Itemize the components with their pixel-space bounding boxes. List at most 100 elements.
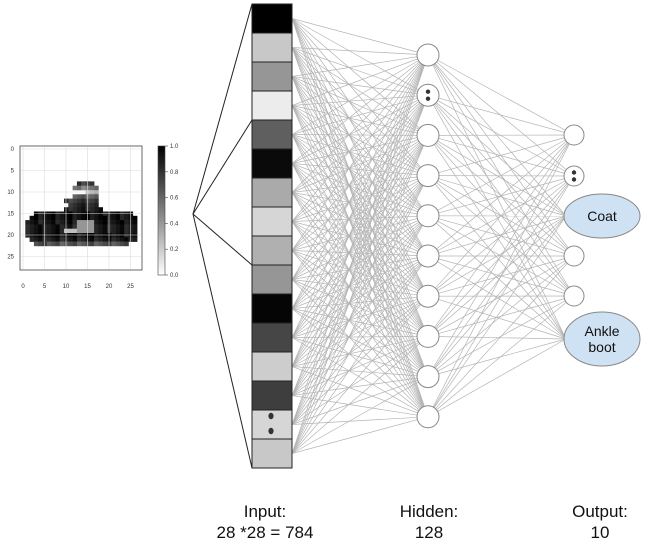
edge (291, 94, 429, 280)
edge (427, 215, 567, 417)
edge (291, 337, 429, 377)
pixel (72, 237, 78, 242)
edge (291, 135, 429, 280)
edge (291, 279, 429, 418)
edge (291, 255, 429, 338)
output-node (563, 285, 585, 307)
edge (291, 366, 429, 418)
pixel (89, 181, 95, 186)
hidden-label-value: 128 (414, 523, 444, 542)
pixel (81, 185, 86, 191)
pixel (89, 215, 95, 221)
hidden-output-edges (427, 54, 575, 418)
pixel (89, 241, 95, 247)
edge (291, 54, 429, 106)
edge (291, 54, 429, 454)
pixel (89, 198, 95, 204)
pixel (81, 215, 86, 221)
ellipsis-dot (425, 96, 431, 101)
pixel (111, 237, 116, 242)
edge (291, 255, 429, 309)
hidden-node (416, 405, 440, 429)
edge (291, 135, 429, 425)
edge (427, 134, 575, 257)
pixel (107, 220, 112, 225)
edge (427, 54, 575, 136)
edge (291, 54, 429, 367)
pixel (102, 224, 108, 229)
pixel (94, 220, 99, 225)
x-tick-label: 25 (127, 284, 134, 290)
pixel (76, 181, 82, 186)
pixel (72, 241, 78, 247)
pixel (132, 215, 138, 221)
edge (427, 338, 567, 418)
edge (291, 18, 429, 96)
pixel (55, 228, 60, 234)
pixel (94, 198, 99, 204)
pixel (119, 237, 125, 242)
pixel (124, 224, 129, 229)
pixel (76, 241, 82, 247)
pixel (72, 220, 78, 225)
pixel (76, 220, 82, 225)
pixel (76, 207, 82, 212)
pixel (55, 224, 60, 229)
pixel (55, 220, 60, 225)
input-cell (251, 119, 293, 150)
x-tick-label: 10 (63, 284, 70, 290)
hidden-node (416, 43, 440, 67)
edge (427, 336, 567, 340)
pixel (55, 241, 60, 247)
pixel (111, 215, 116, 221)
pixel (59, 224, 65, 229)
pixel (76, 185, 82, 191)
pixel (85, 194, 91, 199)
pixel (94, 228, 99, 234)
edge (291, 215, 429, 367)
pixel (72, 207, 78, 212)
pixel (72, 215, 78, 221)
pixel (124, 237, 129, 242)
pixel (124, 241, 129, 247)
pixel (64, 207, 69, 212)
pixel (111, 224, 116, 229)
y-tick-label: 20 (7, 233, 14, 239)
edge (291, 279, 429, 377)
edge (427, 134, 575, 176)
pixel (33, 228, 39, 234)
pixel (98, 237, 103, 242)
input-layer-column (251, 3, 293, 469)
pixel (64, 220, 69, 225)
pixel (132, 224, 138, 229)
edge (291, 376, 429, 454)
edge (291, 295, 429, 309)
pixel (119, 215, 125, 221)
y-tick-label: 10 (7, 190, 14, 196)
pixel (94, 202, 99, 208)
pixel (98, 224, 103, 229)
hidden-layer-nodes (416, 43, 440, 429)
pixel (72, 185, 78, 191)
pixel (98, 207, 103, 212)
pixel (51, 224, 56, 229)
edge (427, 175, 567, 217)
pixel (33, 220, 39, 225)
pixel (107, 224, 112, 229)
output-node-label: Coat (587, 208, 617, 224)
colorbar-tick-label: 0.0 (170, 273, 179, 279)
pixel (76, 198, 82, 204)
edge (291, 54, 429, 135)
edge (291, 336, 429, 396)
edge (427, 215, 567, 377)
pixel (115, 224, 121, 229)
pixel (46, 215, 52, 221)
pixel (76, 194, 82, 199)
pixel (33, 237, 39, 242)
pixel (111, 241, 116, 247)
edge (291, 255, 429, 280)
edge (291, 54, 429, 77)
